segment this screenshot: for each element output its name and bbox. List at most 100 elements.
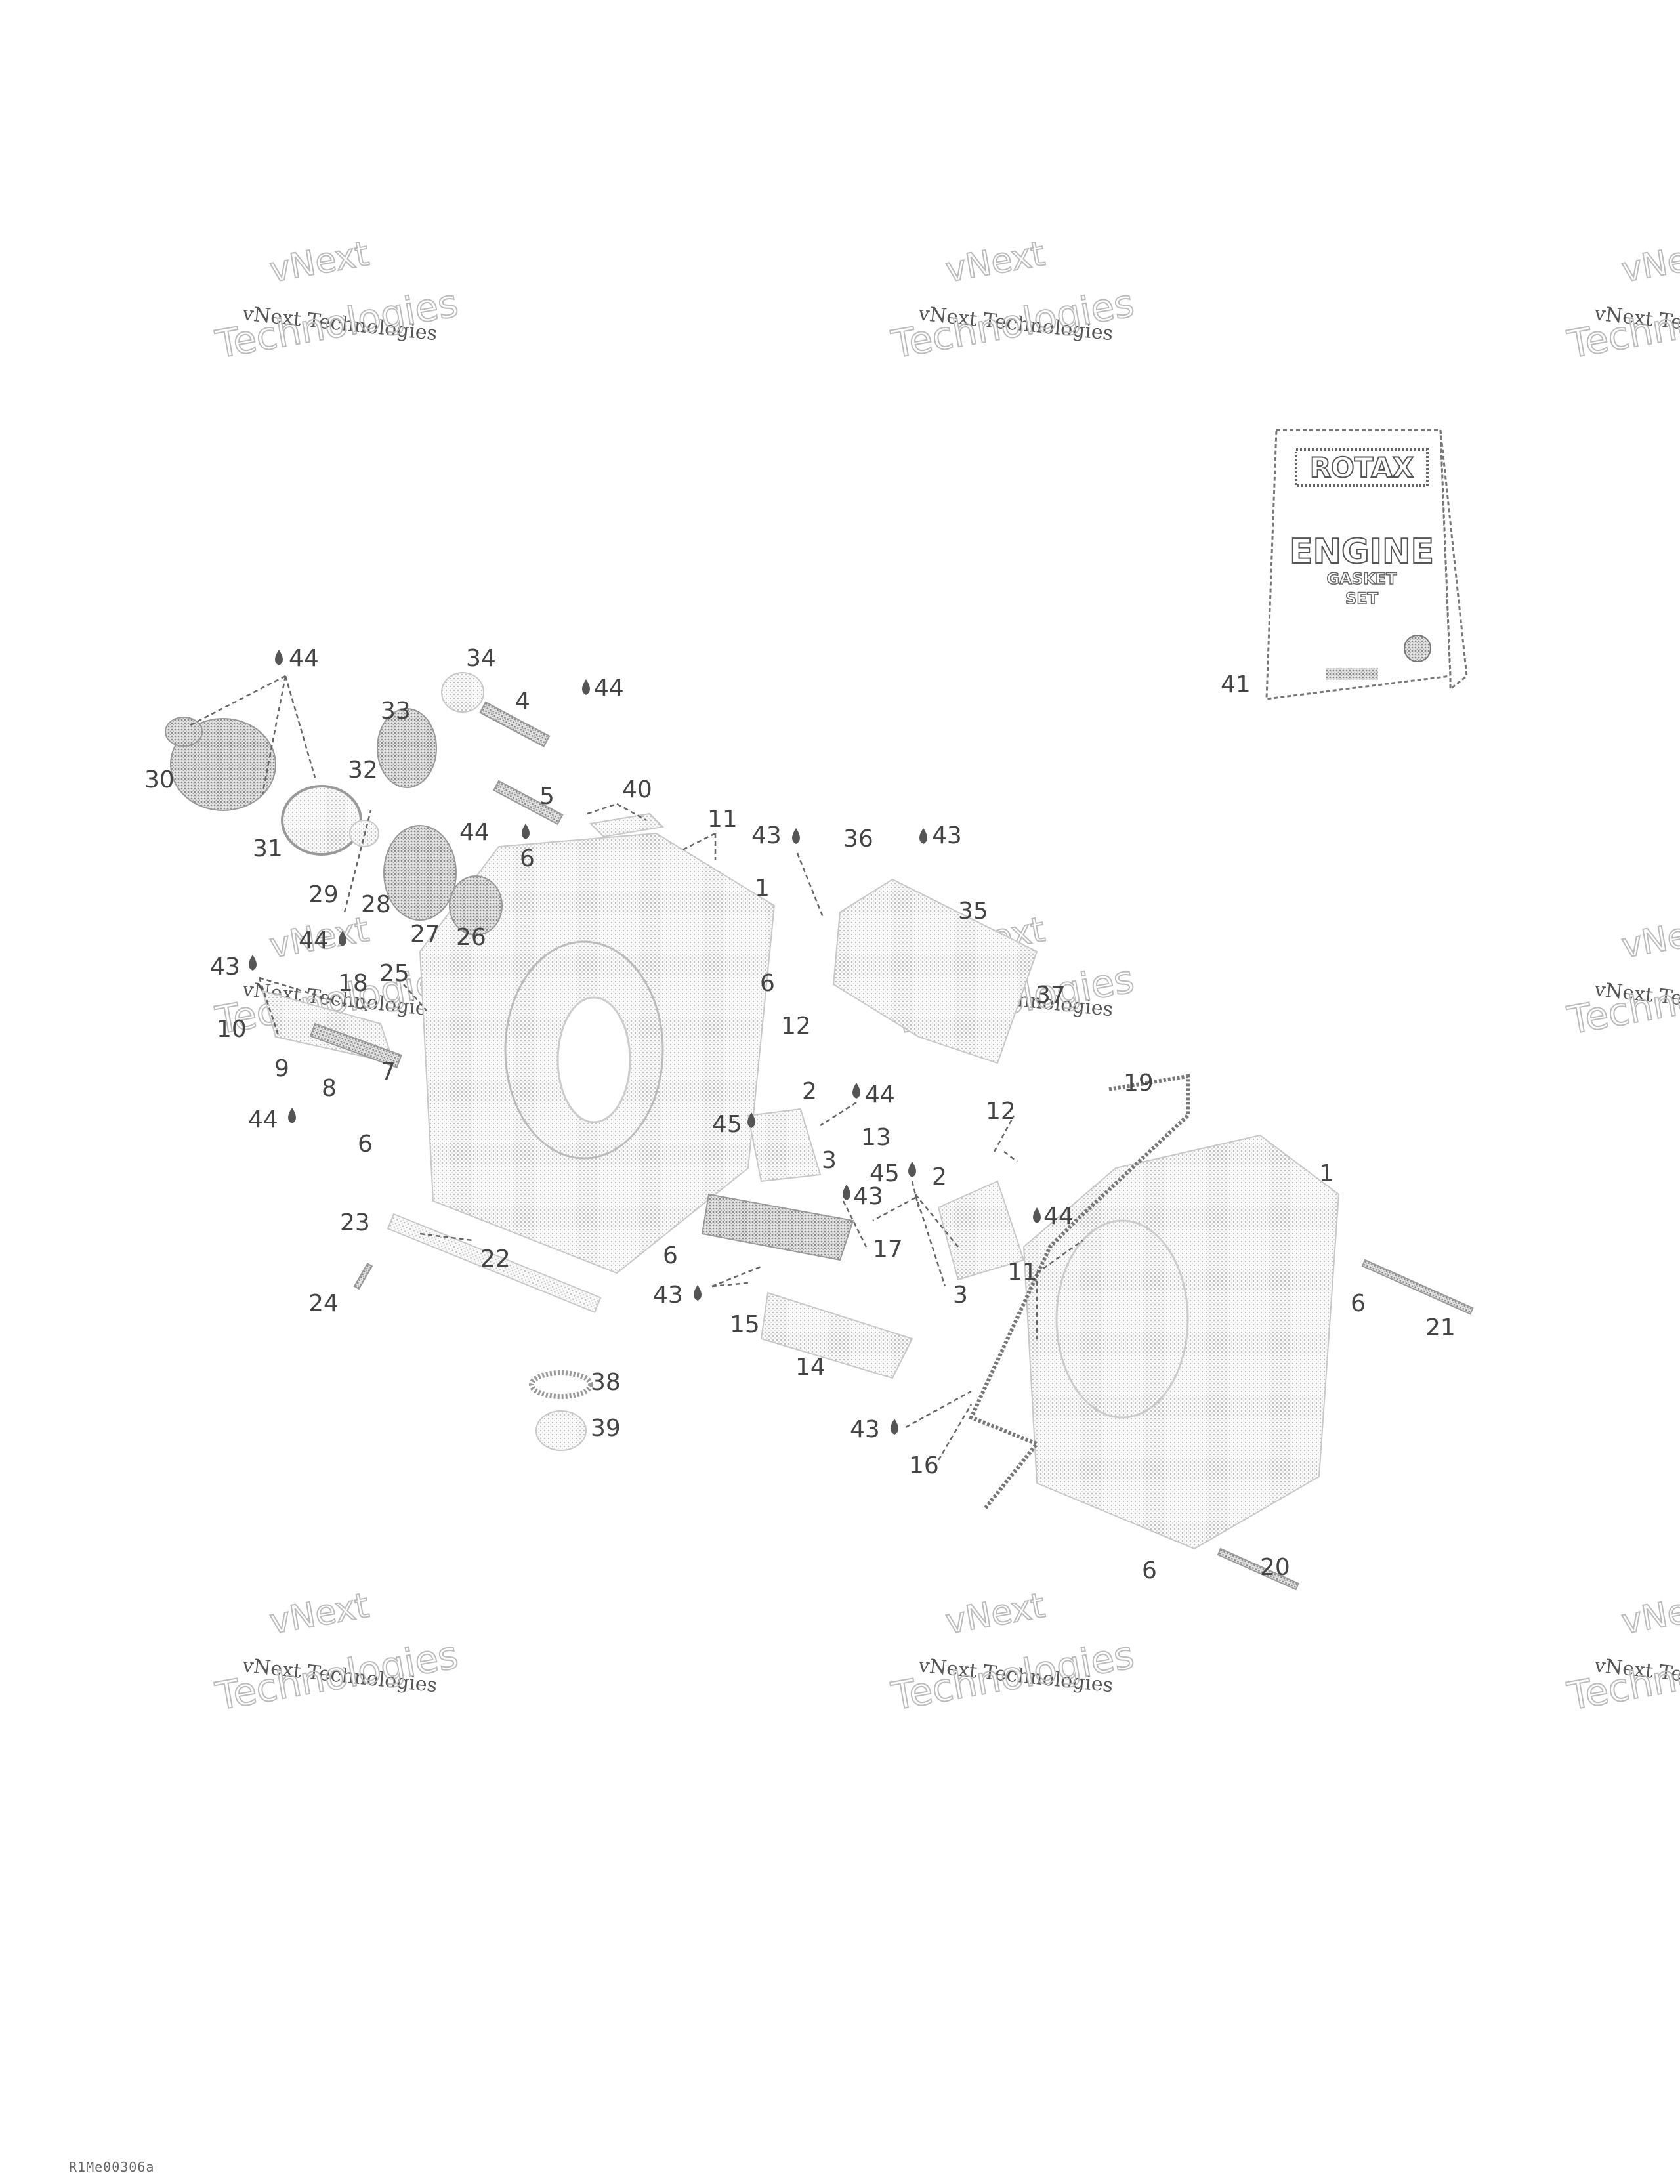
oil-drop-icon <box>275 650 283 665</box>
callout-44: 44 <box>248 1106 278 1133</box>
callout-6: 6 <box>1142 1557 1157 1584</box>
crankcase-bore-inner <box>556 996 631 1124</box>
callout-12: 12 <box>986 1098 1016 1125</box>
callout-45: 45 <box>712 1111 742 1138</box>
figure-reference-code: R1Me00306a <box>69 2159 155 2175</box>
callout-43: 43 <box>210 954 240 980</box>
watermark: vNext vNext Technologies Technologies <box>211 234 462 368</box>
callout-6: 6 <box>663 1242 678 1269</box>
flywheel-hub <box>165 717 203 747</box>
o-ring-38 <box>529 1370 593 1399</box>
leader-line <box>914 1194 946 1287</box>
sealant-drop-icon <box>792 828 800 844</box>
leader-line <box>711 1282 749 1288</box>
gasket-kit-box: ROTAX ENGINE GASKET SET <box>1265 429 1468 700</box>
callout-11: 11 <box>1007 1259 1038 1286</box>
kit-title: ENGINE <box>1290 532 1434 572</box>
callout-44: 44 <box>594 675 624 702</box>
watermark: vNext vNext Technologies Technologies <box>887 234 1138 368</box>
gear-26 <box>449 875 503 936</box>
callout-27: 27 <box>410 921 440 948</box>
watermark-big: vNext <box>1619 1586 1680 1642</box>
leader-line <box>993 1115 1015 1152</box>
callout-20: 20 <box>1260 1554 1290 1581</box>
leader-line <box>419 1232 473 1242</box>
sealant-drop-icon <box>694 1285 702 1301</box>
part-13 <box>701 1193 854 1261</box>
callout-2: 2 <box>932 1164 947 1190</box>
oil-drop-icon <box>582 679 590 695</box>
callout-13: 13 <box>861 1124 891 1151</box>
callout-4: 4 <box>515 688 530 715</box>
callout-44: 44 <box>865 1082 895 1108</box>
watermark-big: vNext <box>1619 910 1680 966</box>
callout-43: 43 <box>751 822 782 849</box>
leader-line <box>190 675 286 726</box>
watermark-big: vNext <box>943 234 1048 290</box>
callout-43: 43 <box>850 1416 880 1443</box>
watermark-big: vNext <box>1619 234 1680 290</box>
callout-39: 39 <box>591 1415 621 1442</box>
callout-43: 43 <box>853 1183 883 1210</box>
watermark: vNext vNext Technologies Technologies <box>1563 1586 1680 1719</box>
callout-1: 1 <box>755 875 770 902</box>
callout-30: 30 <box>144 766 175 793</box>
gear-33 <box>377 708 437 788</box>
plug-39 <box>536 1410 587 1451</box>
kit-brand: ROTAX <box>1310 452 1414 484</box>
leader-line <box>711 1265 762 1288</box>
callout-21: 21 <box>1425 1314 1456 1341</box>
sealant-drop-icon <box>891 1419 898 1435</box>
callout-5: 5 <box>539 783 555 810</box>
kit-seal-icon <box>1404 635 1431 662</box>
watermark-big: vNext <box>267 234 372 290</box>
leader-line <box>258 977 280 1038</box>
callout-11: 11 <box>707 806 738 833</box>
callout-26: 26 <box>456 924 486 951</box>
pin-24 <box>353 1262 373 1290</box>
callout-2: 2 <box>802 1078 817 1105</box>
callout-43: 43 <box>653 1282 683 1309</box>
callout-6: 6 <box>760 970 775 997</box>
callout-44: 44 <box>1043 1203 1074 1230</box>
watermark-big: Technologies <box>1564 1632 1680 1719</box>
callout-43: 43 <box>932 822 962 849</box>
leader-line <box>872 1196 916 1222</box>
shaft-5 <box>493 780 564 826</box>
watermark-big: Technologies <box>1564 280 1680 367</box>
callout-23: 23 <box>340 1209 370 1236</box>
callout-22: 22 <box>480 1246 511 1272</box>
oil-drop-icon <box>852 1083 860 1099</box>
leader-line <box>842 1200 868 1248</box>
callout-17: 17 <box>873 1236 903 1263</box>
leader-line <box>587 803 618 815</box>
leader-line <box>915 1194 959 1248</box>
callout-9: 9 <box>274 1055 289 1082</box>
stator-ring <box>281 785 362 856</box>
shaft-22 <box>387 1213 602 1313</box>
callout-3: 3 <box>953 1282 968 1309</box>
leader-line <box>820 1101 857 1127</box>
sealant-drop-icon <box>919 828 927 844</box>
callout-7: 7 <box>381 1059 396 1085</box>
watermark-big: Technologies <box>1564 956 1680 1043</box>
callout-16: 16 <box>909 1452 939 1479</box>
callout-3: 3 <box>822 1147 837 1174</box>
callout-34: 34 <box>466 645 496 672</box>
callout-1: 1 <box>1319 1160 1334 1187</box>
callout-35: 35 <box>958 898 988 925</box>
callout-8: 8 <box>322 1075 337 1102</box>
leader-line <box>905 1390 972 1429</box>
callout-33: 33 <box>381 698 411 724</box>
callout-25: 25 <box>379 960 410 987</box>
bolt-21 <box>1361 1259 1474 1315</box>
callout-6: 6 <box>1351 1290 1366 1317</box>
callout-18: 18 <box>338 970 368 997</box>
leader-line <box>343 810 372 913</box>
watermark-big: Technologies <box>888 1632 1137 1719</box>
watermark-big: vNext <box>267 1586 372 1642</box>
sealant-drop-icon <box>747 1112 755 1128</box>
callout-38: 38 <box>591 1369 621 1396</box>
leader-line <box>403 984 427 1011</box>
